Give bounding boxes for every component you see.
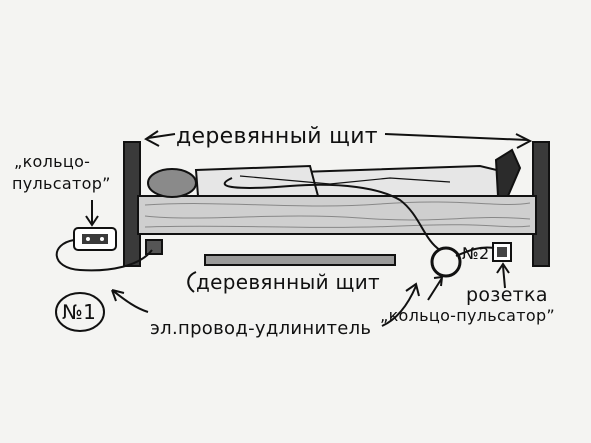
wire-arrow xyxy=(381,282,420,327)
right-wire xyxy=(223,177,495,257)
person-head xyxy=(147,168,197,198)
person-legs xyxy=(299,164,508,197)
label-num-1: №1 xyxy=(62,300,97,324)
left-wire xyxy=(55,239,153,272)
label-wire: эл.провод-удлинитель xyxy=(150,318,372,339)
label-board-top: деревянный щит xyxy=(176,124,378,149)
lower-board-arrow xyxy=(187,271,197,293)
socket-arrow xyxy=(496,262,510,289)
lower-board xyxy=(204,254,396,266)
lying-person xyxy=(147,148,522,198)
board-dimension-arrow xyxy=(144,130,533,149)
person-foot xyxy=(494,148,522,197)
label-board-bottom: деревянный щит xyxy=(196,270,380,294)
label-ring-right: „кольцо-пульсатор” xyxy=(380,306,555,325)
label-socket: розетка xyxy=(466,284,548,306)
label-ring-left-2: пульсатор” xyxy=(12,174,111,193)
ring-right-arrow xyxy=(427,275,444,301)
label-ring-left-1: „кольцо- xyxy=(14,152,91,171)
wooden-board xyxy=(137,195,537,235)
left-ring-pulsator xyxy=(73,227,117,251)
left-socket xyxy=(145,239,163,255)
person-torso xyxy=(194,164,320,197)
num1-circle xyxy=(55,292,105,332)
label-num-2: №2 xyxy=(462,244,490,263)
num1-arrow xyxy=(111,289,149,313)
right-ring-pulsator xyxy=(430,246,462,278)
left-device-arrow xyxy=(85,200,99,227)
